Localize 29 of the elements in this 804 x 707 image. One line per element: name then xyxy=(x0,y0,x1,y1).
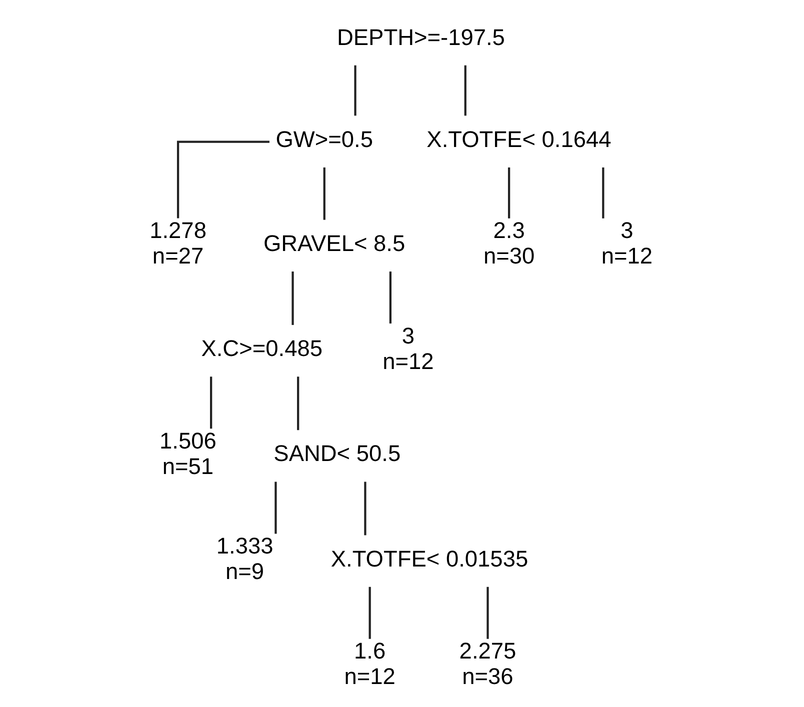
node-text: 1.6 n=12 xyxy=(344,638,395,690)
connector xyxy=(296,376,299,430)
node-text: X.TOTFE< 0.01535 xyxy=(330,545,528,572)
connector xyxy=(486,586,488,639)
node-text: 2.3 n=30 xyxy=(482,217,534,269)
node-text: 3 n=12 xyxy=(382,322,434,374)
connector xyxy=(354,65,356,116)
connector xyxy=(602,167,604,218)
node-text: 2.275 n=36 xyxy=(458,638,516,690)
node-text: SAND< 50.5 xyxy=(273,440,400,466)
node-text: DEPTH>=-197.5 xyxy=(336,24,504,50)
connector xyxy=(210,376,212,429)
node-text: 1.278 n=27 xyxy=(149,217,206,269)
connector xyxy=(507,167,510,218)
node-text: 3 n=12 xyxy=(600,217,652,269)
node-text: GW>=0.5 xyxy=(275,126,372,152)
connector xyxy=(291,272,294,325)
connector xyxy=(464,65,466,116)
connector xyxy=(322,167,325,220)
node-text: X.TOTFE< 0.1644 xyxy=(426,126,611,152)
connector xyxy=(176,140,269,218)
node-text: 1.333 n=9 xyxy=(216,532,273,584)
connector xyxy=(368,586,370,639)
connector xyxy=(364,482,366,536)
connector xyxy=(388,272,391,324)
connector xyxy=(274,482,276,534)
node-text: 1.506 n=51 xyxy=(159,427,216,479)
node-text: GRAVEL< 8.5 xyxy=(262,230,405,256)
node-text: X.C>=0.485 xyxy=(200,335,322,362)
